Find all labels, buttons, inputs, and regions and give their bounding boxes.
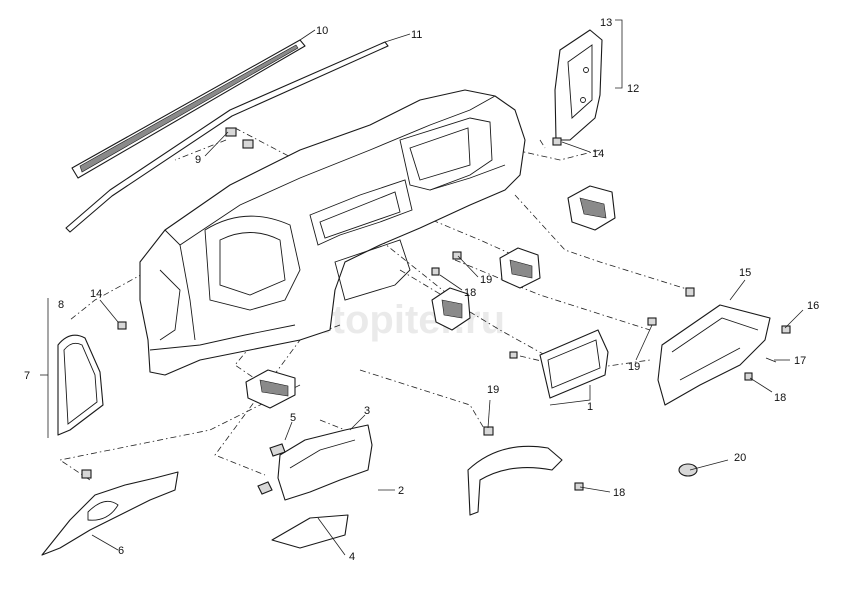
- fastener-9b: [242, 139, 254, 149]
- callout-4: 4: [349, 551, 355, 563]
- fastener-6: [81, 469, 92, 479]
- callout-7: 7: [24, 370, 30, 382]
- callout-16: 16: [807, 300, 819, 312]
- air-vent-right: [567, 185, 616, 231]
- clip-5: [257, 443, 286, 495]
- callout-14-right: 14: [592, 148, 604, 160]
- glove-box: [657, 304, 771, 406]
- fastener-14-right: [552, 137, 562, 146]
- callout-3: 3: [364, 405, 370, 417]
- callout-14-left: 14: [90, 288, 102, 300]
- cluster-hood: [277, 424, 373, 501]
- lower-cover-panel: [271, 514, 349, 549]
- callout-5: 5: [290, 412, 296, 424]
- left-end-cap: [57, 334, 104, 436]
- leader-lines: [40, 19, 804, 556]
- callout-labels: 10 11 13 12 9 14 14 8 7 19 18 15 16 17 1…: [24, 17, 819, 563]
- display-unit: [539, 329, 609, 399]
- windshield-trim-strip: [65, 41, 389, 233]
- air-vent-center-left: [431, 287, 471, 331]
- instrument-panel: [139, 89, 526, 376]
- callout-12: 12: [627, 83, 639, 95]
- fastener-19a: [452, 251, 462, 260]
- callout-1: 1: [587, 401, 593, 413]
- side-end-panel: [554, 29, 603, 141]
- callout-19-glovebox: 19: [628, 361, 640, 373]
- callout-11: 11: [411, 29, 422, 41]
- fastener-14-left: [117, 321, 127, 330]
- callout-19-center: 19: [480, 274, 492, 286]
- fastener-18b: [744, 372, 753, 381]
- fastener-small-2: [685, 287, 695, 297]
- callout-13: 13: [600, 17, 612, 29]
- fastener-small-1: [509, 351, 518, 359]
- callout-15: 15: [739, 267, 751, 279]
- callout-6: 6: [118, 545, 124, 557]
- callout-20: 20: [734, 452, 746, 464]
- callout-8: 8: [58, 299, 64, 311]
- callout-2: 2: [398, 485, 404, 497]
- fastener-9: [225, 127, 237, 137]
- callout-9: 9: [195, 154, 201, 166]
- lower-left-trim: [41, 471, 179, 556]
- fastener-19c: [483, 426, 494, 436]
- clip-20: [678, 463, 698, 477]
- screw-17: [765, 357, 777, 363]
- fastener-19b: [647, 317, 657, 326]
- callout-10: 10: [316, 25, 328, 37]
- knee-bolster: [467, 445, 563, 516]
- air-vent-left: [245, 369, 296, 409]
- callout-18-glovebox: 18: [774, 392, 786, 404]
- callout-17: 17: [794, 355, 806, 367]
- air-vent-center-right: [499, 247, 541, 289]
- callout-18-center: 18: [464, 287, 476, 299]
- fastener-18c: [574, 482, 584, 491]
- fastener-18a: [431, 267, 440, 276]
- fastener-16: [781, 325, 791, 334]
- defroster-grille: [71, 39, 306, 179]
- callout-19-bolster: 19: [487, 384, 499, 396]
- fasteners: [81, 127, 791, 491]
- callout-18-bolster: 18: [613, 487, 625, 499]
